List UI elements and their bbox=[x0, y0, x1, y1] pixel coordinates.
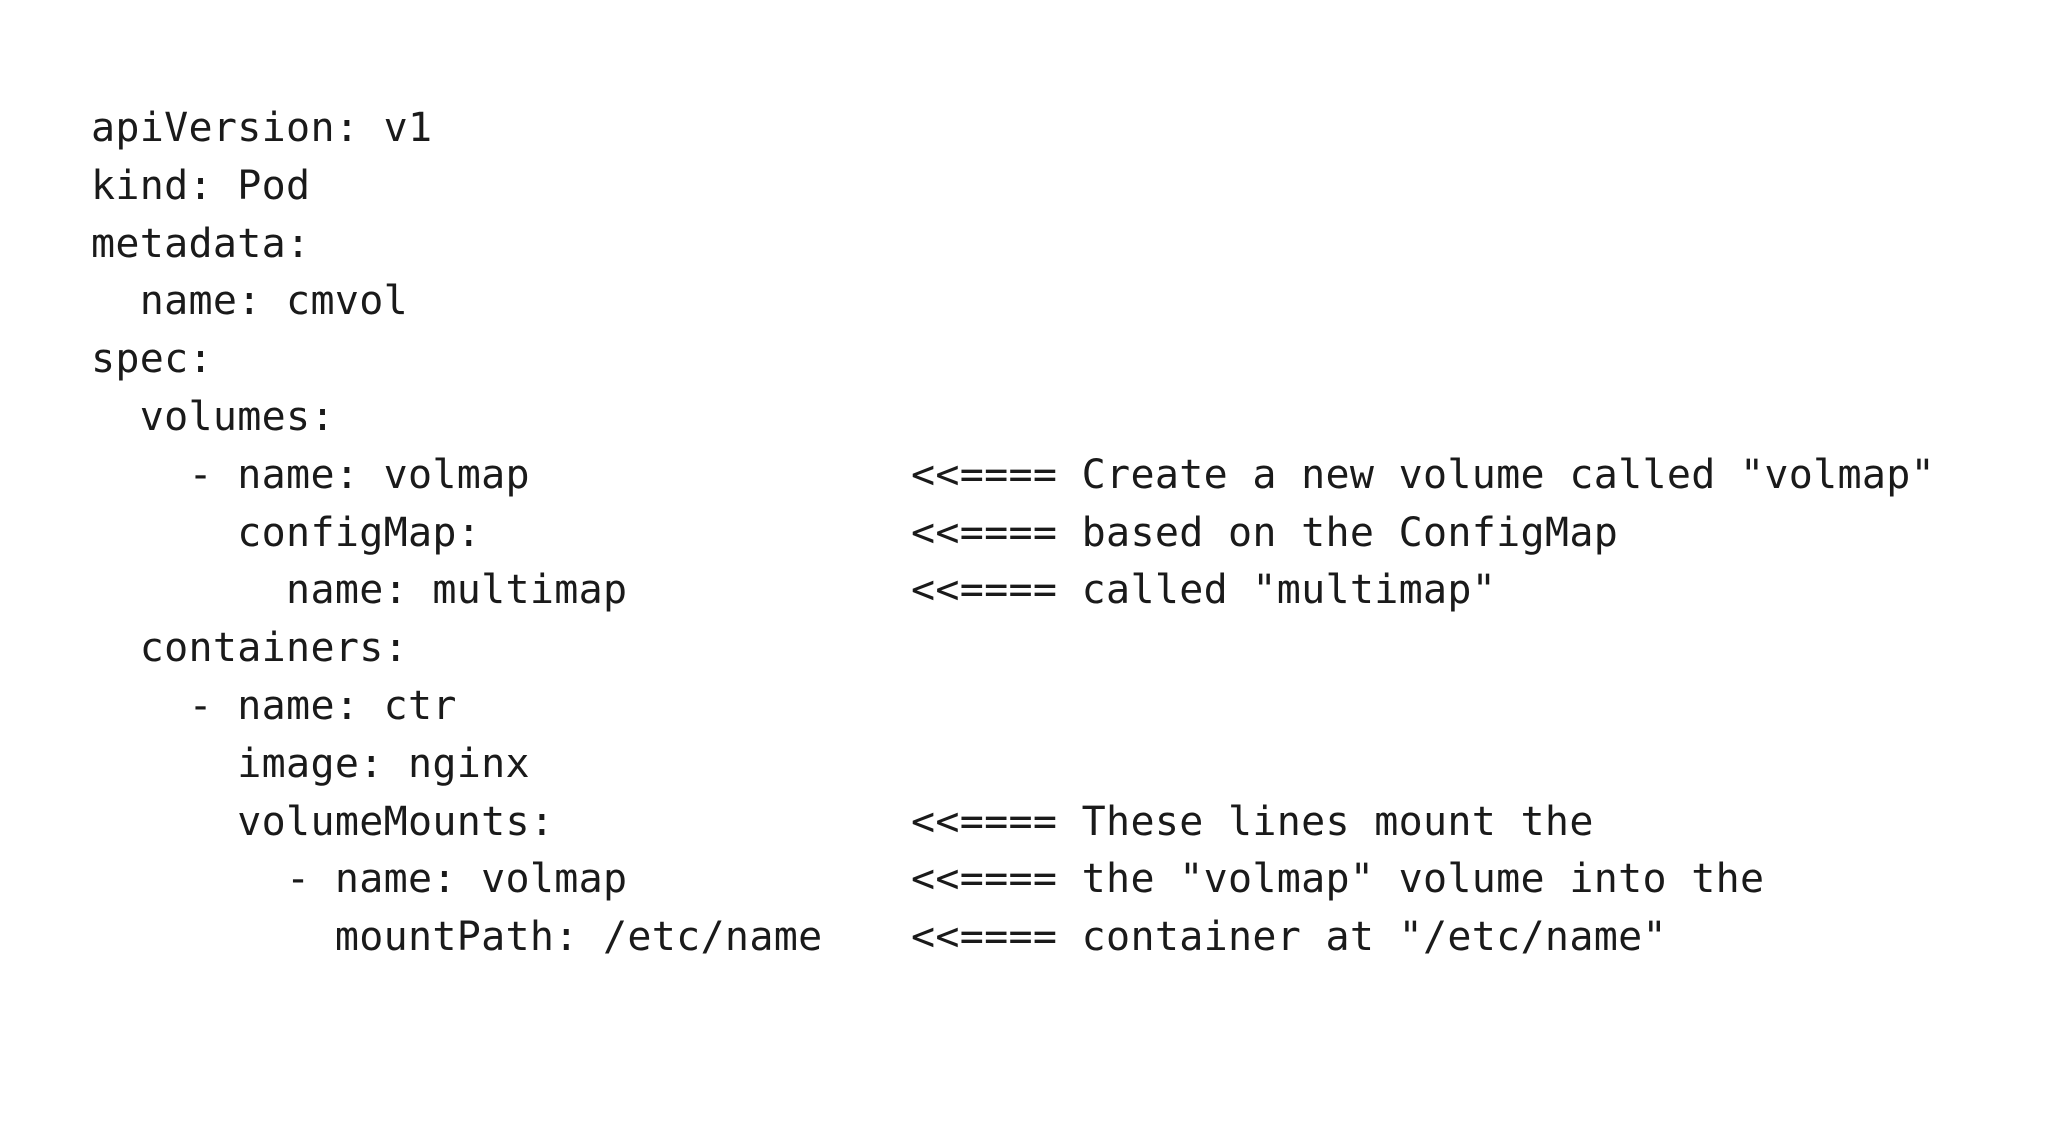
code-line-api-version: apiVersion: v1 bbox=[91, 100, 432, 158]
annotation-text: <<==== Create a new volume called "volma… bbox=[911, 451, 1936, 498]
code-line-kind: kind: Pod bbox=[91, 158, 310, 216]
yaml-text: kind: Pod bbox=[91, 162, 311, 209]
yaml-text: metadata: bbox=[91, 220, 311, 267]
yaml-text: volumeMounts: bbox=[91, 798, 555, 845]
code-line-configmap: configMap: <<==== based on the ConfigMap bbox=[91, 505, 1618, 563]
code-line-volumes: volumes: bbox=[91, 389, 335, 447]
code-line-spec: spec: bbox=[91, 331, 213, 389]
yaml-text: volumes: bbox=[91, 393, 335, 440]
code-line-image: image: nginx bbox=[91, 736, 529, 794]
yaml-text: name: multimap bbox=[91, 567, 628, 614]
code-line-volume-mounts: volumeMounts: <<==== These lines mount t… bbox=[91, 794, 1593, 852]
annotation-text: <<==== container at "/etc/name" bbox=[911, 914, 1667, 961]
yaml-text: containers: bbox=[91, 625, 408, 672]
yaml-text: - name: volmap bbox=[91, 856, 628, 903]
yaml-text: configMap: bbox=[91, 509, 482, 556]
code-line-configmap-name: name: multimap <<==== called "multimap" bbox=[91, 562, 1496, 620]
code-line-metadata: metadata: bbox=[91, 216, 310, 274]
yaml-text: - name: ctr bbox=[91, 682, 457, 729]
yaml-text: spec: bbox=[91, 336, 213, 383]
code-line-volume-name: - name: volmap <<==== Create a new volum… bbox=[91, 447, 1935, 505]
code-line-mount-path: mountPath: /etc/name <<==== container at… bbox=[91, 909, 1667, 967]
yaml-text: - name: volmap bbox=[91, 451, 530, 498]
yaml-code-block: apiVersion: v1 kind: Pod metadata: name:… bbox=[91, 100, 1935, 967]
yaml-text: name: cmvol bbox=[91, 278, 408, 325]
annotation-text: <<==== These lines mount the bbox=[911, 798, 1594, 845]
code-line-containers: containers: bbox=[91, 620, 408, 678]
yaml-text: apiVersion: v1 bbox=[91, 105, 433, 151]
code-line-metadata-name: name: cmvol bbox=[91, 273, 408, 331]
annotation-text: <<==== the "volmap" volume into the bbox=[911, 856, 1765, 903]
yaml-text: image: nginx bbox=[91, 740, 530, 787]
annotation-text: <<==== based on the ConfigMap bbox=[911, 509, 1619, 556]
annotation-text: <<==== called "multimap" bbox=[911, 567, 1497, 614]
code-line-container-name: - name: ctr bbox=[91, 678, 457, 736]
code-line-mount-name: - name: volmap <<==== the "volmap" volum… bbox=[91, 851, 1764, 909]
yaml-text: mountPath: /etc/name bbox=[91, 914, 823, 961]
